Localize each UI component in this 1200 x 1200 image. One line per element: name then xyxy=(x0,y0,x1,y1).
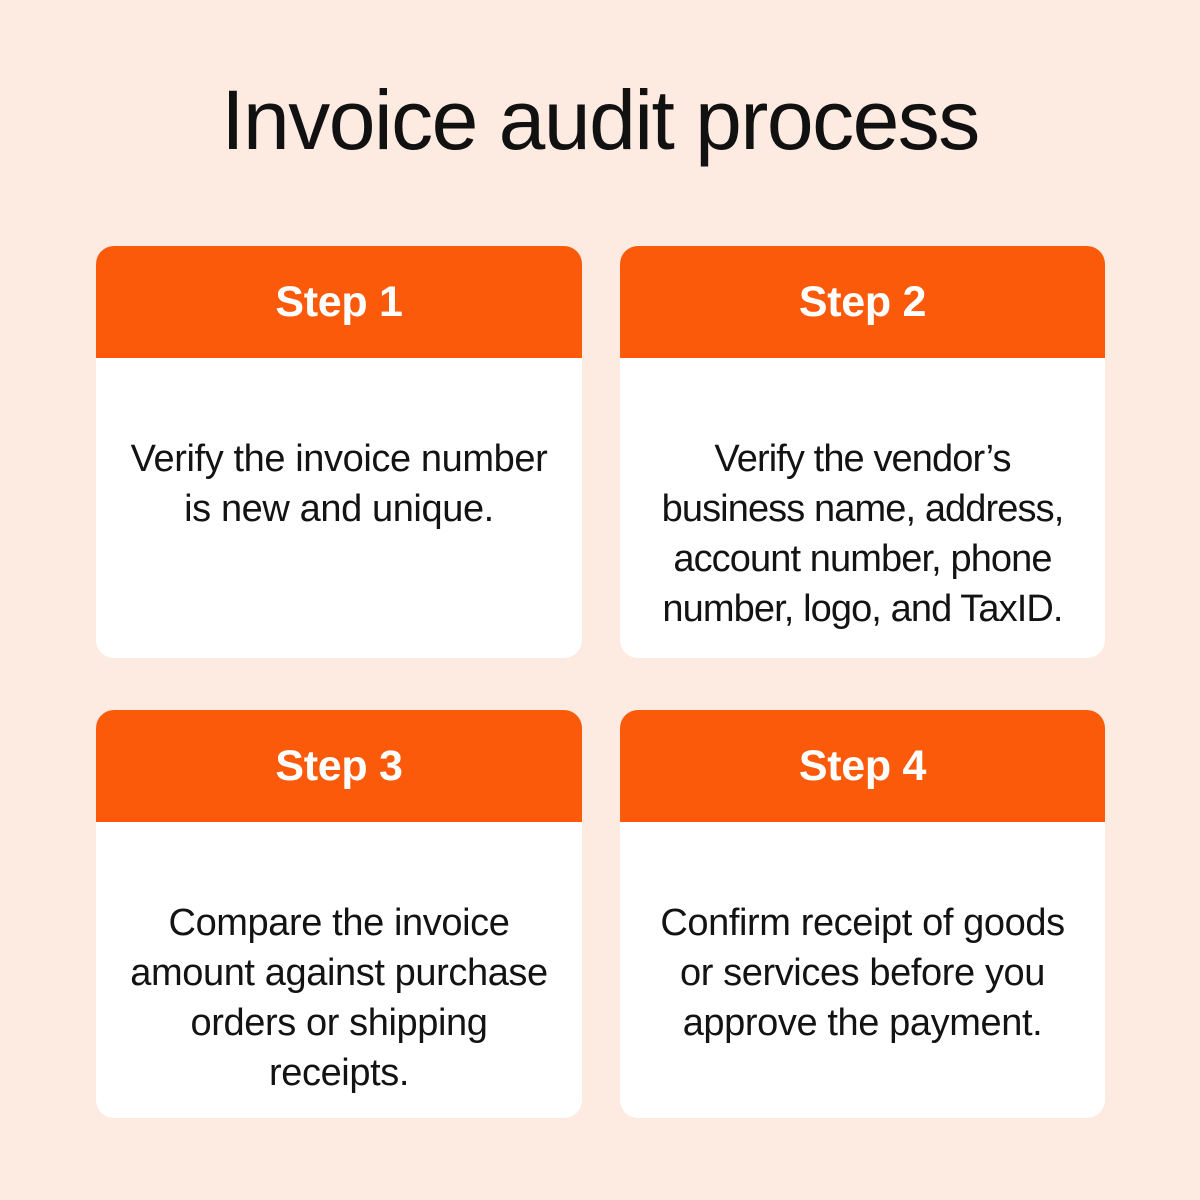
step-card-2: Step 2 Verify the vendor’s business name… xyxy=(620,246,1105,658)
step-card-3-header: Step 3 xyxy=(96,710,582,822)
step-card-1-body: Verify the invoice number is new and uni… xyxy=(96,358,582,658)
step-card-4: Step 4 Confirm receipt of goods or servi… xyxy=(620,710,1105,1118)
step-card-4-body-text: Confirm receipt of goods or services bef… xyxy=(660,902,1065,1044)
step-card-3-header-label: Step 3 xyxy=(275,742,403,790)
steps-grid: Step 1 Verify the invoice number is new … xyxy=(96,246,1105,1118)
step-card-1-header-label: Step 1 xyxy=(275,278,403,326)
step-card-2-header-label: Step 2 xyxy=(798,278,927,326)
step-card-3: Step 3 Compare the invoice amount agains… xyxy=(96,710,582,1118)
step-card-3-body: Compare the invoice amount against purch… xyxy=(96,822,582,1118)
page-title: Invoice audit process xyxy=(221,73,980,167)
step-card-4-header: Step 4 xyxy=(620,710,1105,822)
step-card-1-header: Step 1 xyxy=(96,246,582,358)
step-card-4-header-label: Step 4 xyxy=(798,742,927,790)
step-card-1: Step 1 Verify the invoice number is new … xyxy=(96,246,582,658)
step-card-2-body: Verify the vendor’s business name, addre… xyxy=(620,358,1105,658)
step-card-1-body-text: Verify the invoice number is new and uni… xyxy=(130,438,548,530)
step-card-2-header: Step 2 xyxy=(620,246,1105,358)
step-card-4-body: Confirm receipt of goods or services bef… xyxy=(620,822,1105,1118)
step-card-3-body-text: Compare the invoice amount against purch… xyxy=(130,902,548,1094)
step-card-2-body-text: Verify the vendor’s business name, addre… xyxy=(661,438,1065,630)
